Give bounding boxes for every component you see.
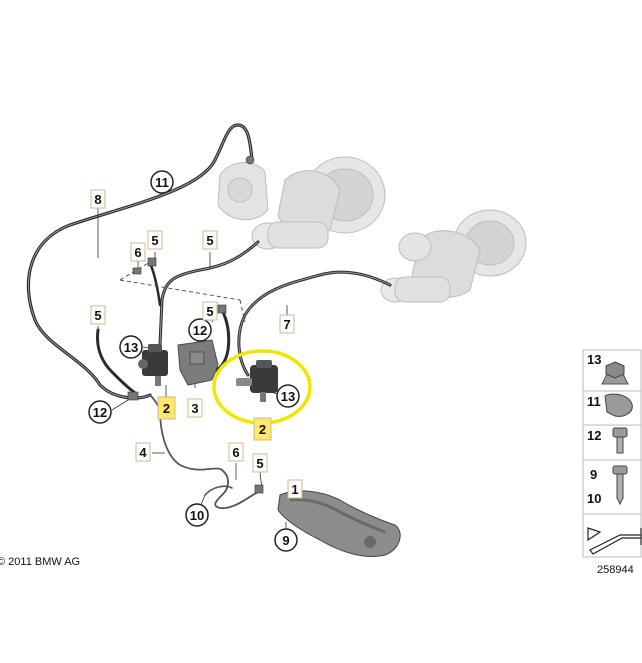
turbocharger-left[interactable] — [217, 156, 386, 250]
callout-9[interactable]: 9 — [274, 528, 298, 552]
legend-item-11[interactable]: 11 — [587, 393, 633, 417]
parts-legend: 13 11 12 9 10 — [582, 349, 642, 558]
svg-text:5: 5 — [151, 233, 158, 248]
callout-7[interactable]: 7 — [279, 314, 295, 334]
copyright-text: © 2011 BMW AG — [0, 556, 80, 568]
bracket-3[interactable] — [177, 339, 219, 386]
callout-5-e[interactable]: 5 — [252, 453, 268, 473]
svg-text:7: 7 — [283, 317, 290, 332]
callout-1[interactable]: 1 — [287, 479, 303, 499]
svg-text:8: 8 — [94, 192, 101, 207]
svg-text:3: 3 — [191, 401, 198, 416]
callout-2-right[interactable]: 2 — [253, 417, 272, 441]
svg-text:13: 13 — [587, 352, 601, 367]
svg-text:12: 12 — [193, 323, 207, 338]
svg-text:6: 6 — [134, 245, 141, 260]
svg-text:10: 10 — [587, 491, 601, 506]
svg-text:13: 13 — [281, 389, 295, 404]
svg-text:11: 11 — [155, 175, 169, 190]
callout-3[interactable]: 3 — [187, 398, 203, 418]
legend-item-9-10[interactable]: 9 10 — [587, 465, 628, 506]
bolt-head-icon — [612, 427, 628, 438]
direction-arrow-icon — [589, 528, 642, 555]
callout-6-top[interactable]: 6 — [130, 242, 146, 262]
callout-12-center[interactable]: 12 — [188, 318, 212, 342]
callout-5-d[interactable]: 5 — [90, 305, 106, 325]
callout-13-right[interactable]: 13 — [276, 384, 300, 408]
legend-item-13[interactable]: 13 — [587, 352, 629, 385]
pressure-converter-right[interactable] — [236, 360, 278, 402]
svg-text:1: 1 — [291, 482, 298, 497]
svg-text:2: 2 — [259, 422, 266, 437]
screw-icon — [612, 465, 628, 475]
svg-text:13: 13 — [124, 340, 138, 355]
turbocharger-right[interactable] — [380, 209, 527, 303]
svg-text:5: 5 — [94, 308, 101, 323]
pressure-converter-left[interactable] — [138, 344, 168, 386]
callout-11[interactable]: 11 — [150, 170, 174, 194]
legend-item-12[interactable]: 12 — [587, 427, 628, 454]
nut-icon — [605, 361, 625, 379]
callout-12-left[interactable]: 12 — [88, 400, 112, 424]
svg-text:2: 2 — [163, 401, 170, 416]
callout-5-a[interactable]: 5 — [147, 230, 163, 250]
svg-text:12: 12 — [587, 428, 601, 443]
callout-5-c[interactable]: 5 — [202, 301, 218, 321]
callout-13-left[interactable]: 13 — [119, 335, 143, 359]
hose-clip-icon — [604, 393, 633, 417]
svg-text:4: 4 — [139, 445, 147, 460]
svg-text:5: 5 — [206, 233, 213, 248]
callout-2-left[interactable]: 2 — [157, 396, 176, 420]
svg-text:9: 9 — [282, 533, 289, 548]
svg-text:6: 6 — [232, 445, 239, 460]
callout-6-bottom[interactable]: 6 — [228, 442, 244, 462]
svg-text:5: 5 — [206, 304, 213, 319]
svg-text:12: 12 — [93, 405, 107, 420]
drawing-number: 258944 — [597, 564, 634, 576]
legend-direction-arrow — [587, 527, 642, 555]
svg-text:5: 5 — [256, 456, 263, 471]
callout-5-b[interactable]: 5 — [202, 230, 218, 250]
callout-8[interactable]: 8 — [90, 189, 106, 209]
svg-text:9: 9 — [590, 467, 597, 482]
intake-manifold-1[interactable] — [277, 490, 401, 558]
hose-clips — [127, 155, 264, 494]
svg-text:11: 11 — [587, 394, 601, 409]
callout-10[interactable]: 10 — [185, 503, 209, 527]
svg-text:10: 10 — [190, 508, 204, 523]
callout-4[interactable]: 4 — [135, 442, 151, 462]
